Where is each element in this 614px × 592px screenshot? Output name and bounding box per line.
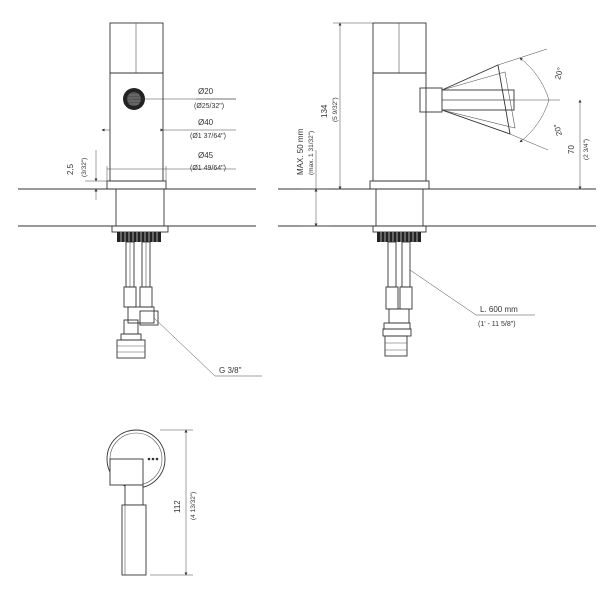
- side-view: 20° 20° 70 (2 3/4") M: [296, 22, 590, 357]
- dim-h25: 2,5: [66, 163, 75, 175]
- front-view: Ø20 (Ø25/32") Ø40 (Ø1 37/64") Ø45 (Ø1 49…: [66, 22, 262, 377]
- countertop: [18, 188, 596, 227]
- dim-l112-inch: (4 13/32"): [190, 492, 197, 520]
- dim-d40-inch: (Ø1 37/64"): [190, 133, 226, 140]
- dim-thread: G 3/8": [219, 366, 242, 375]
- dim-h70: 70: [567, 145, 576, 154]
- dim-max-thickness: MAX. 50 mm: [296, 128, 305, 175]
- dim-d45-inch: (Ø1 49/64"): [190, 165, 226, 172]
- dim-h134: 134: [320, 104, 329, 118]
- dim-h134-inch: (5 9/32"): [332, 97, 339, 122]
- dim-hose-length-inch: (1' - 11 5/8"): [478, 321, 516, 328]
- dim-h70-inch: (2 3/4"): [583, 139, 590, 160]
- dim-l112: 112: [173, 500, 182, 513]
- dim-d45: Ø45: [198, 151, 214, 160]
- dim-h25-inch: (3/32"): [81, 158, 88, 177]
- dim-angle-top: 20°: [553, 66, 565, 80]
- dim-d20: Ø20: [198, 87, 214, 96]
- dim-hose-length: L. 600 mm: [480, 305, 518, 314]
- dim-d40: Ø40: [198, 118, 214, 127]
- dim-angle-bottom: 20°: [552, 123, 564, 137]
- dim-d20-inch: (Ø25/32"): [194, 103, 224, 110]
- top-view: 112 (4 13/32"): [106, 429, 197, 576]
- dim-max-thickness-inch: (max. 1 31/32"): [308, 131, 315, 175]
